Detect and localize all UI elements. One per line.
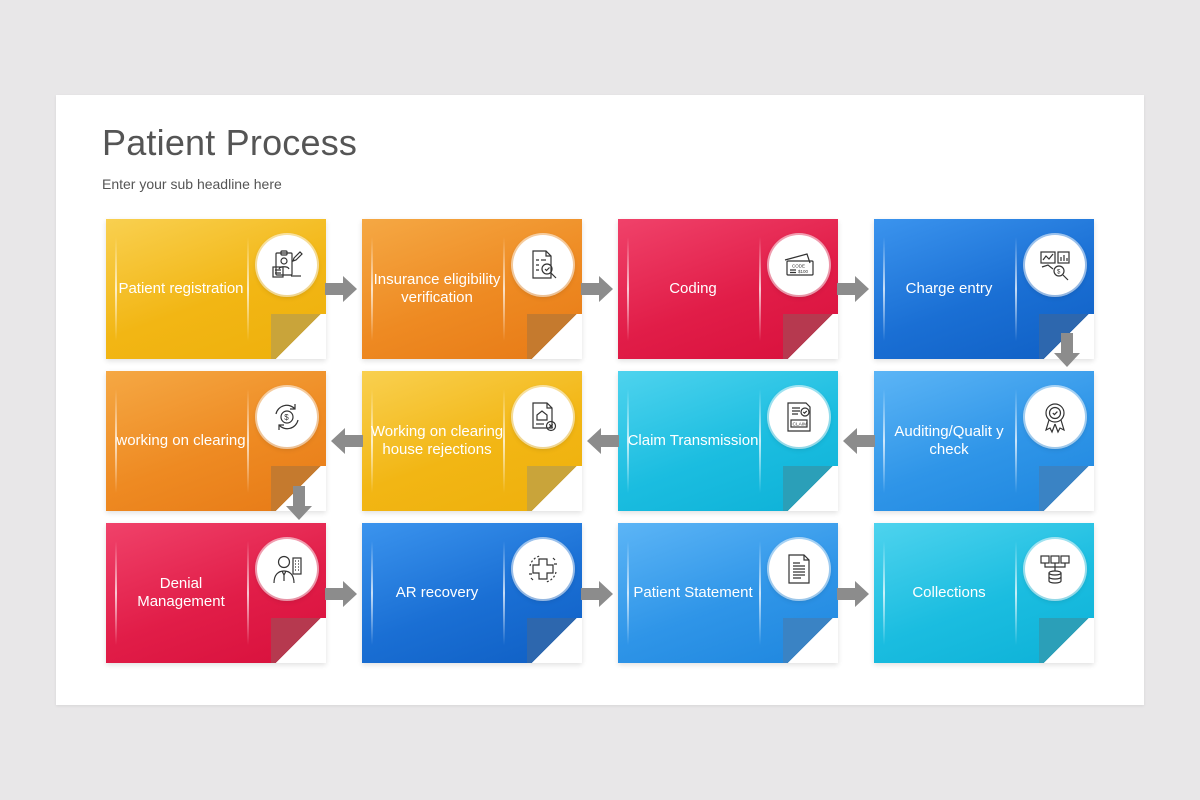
claim-document-icon: CLAIM bbox=[769, 387, 829, 447]
step-card-insurance-eligibility: Insurance eligibility verification bbox=[362, 219, 582, 359]
page-fold bbox=[783, 618, 838, 663]
step-label: Working on clearing house rejections bbox=[370, 423, 504, 458]
statement-document-icon bbox=[769, 539, 829, 599]
step-label: Coding bbox=[669, 280, 717, 297]
step-label: Patient Statement bbox=[633, 584, 753, 601]
page-fold bbox=[527, 466, 582, 511]
step-card-denial-management: Denial Management bbox=[106, 523, 326, 663]
dollar-cycle-icon: $ bbox=[257, 387, 317, 447]
step-card-collections: Collections bbox=[874, 523, 1094, 663]
step-label: Patient registration bbox=[118, 280, 244, 297]
step-label: Denial Management bbox=[137, 575, 225, 610]
arrow-left bbox=[331, 426, 363, 456]
arrow-right bbox=[837, 579, 869, 609]
step-card-ar-recovery: AR recovery bbox=[362, 523, 582, 663]
svg-text:CODE: CODE bbox=[792, 264, 805, 269]
page-fold bbox=[271, 618, 326, 663]
svg-text:$: $ bbox=[284, 413, 289, 422]
svg-text:$100: $100 bbox=[798, 269, 809, 274]
registration-form-icon bbox=[257, 235, 317, 295]
page-fold bbox=[527, 314, 582, 359]
page-fold bbox=[527, 618, 582, 663]
step-label: Collections bbox=[912, 584, 986, 601]
step-label: Insurance eligibility verification bbox=[373, 271, 501, 306]
arrow-down bbox=[284, 486, 314, 520]
document-search-icon bbox=[513, 235, 573, 295]
step-label: Auditing/Qualit y check bbox=[894, 423, 1004, 458]
step-card-patient-statement: Patient Statement bbox=[618, 523, 838, 663]
step-card-claim-transmission: Claim Transmission CLAIM bbox=[618, 371, 838, 511]
step-label: Claim Transmission bbox=[627, 432, 759, 449]
arrow-right bbox=[325, 274, 357, 304]
page-fold bbox=[1039, 466, 1094, 511]
arrow-right bbox=[581, 274, 613, 304]
manager-person-icon bbox=[257, 539, 317, 599]
medical-cross-icon bbox=[513, 539, 573, 599]
svg-text:$: $ bbox=[1057, 270, 1061, 276]
page-subtitle: Enter your sub headline here bbox=[102, 176, 282, 192]
page-fold bbox=[783, 314, 838, 359]
step-label: AR recovery bbox=[395, 584, 479, 601]
arrow-right bbox=[325, 579, 357, 609]
step-label: working on clearing bbox=[116, 432, 246, 449]
house-document-reject-icon bbox=[513, 387, 573, 447]
award-ribbon-icon bbox=[1025, 387, 1085, 447]
database-network-icon bbox=[1025, 539, 1085, 599]
step-card-charge-entry: Charge entry $ bbox=[874, 219, 1094, 359]
arrow-left bbox=[843, 426, 875, 456]
page-fold bbox=[1039, 618, 1094, 663]
step-card-coding: Coding CODE $100 bbox=[618, 219, 838, 359]
arrow-down bbox=[1052, 333, 1082, 367]
page-fold bbox=[271, 314, 326, 359]
step-card-auditing-quality-check: Auditing/Qualit y check bbox=[874, 371, 1094, 511]
code-ticket-icon: CODE $100 bbox=[769, 235, 829, 295]
svg-text:CLAIM: CLAIM bbox=[793, 422, 808, 428]
arrow-right bbox=[837, 274, 869, 304]
step-label: Charge entry bbox=[905, 280, 993, 297]
step-card-working-on-clearing: working on clearing $ bbox=[106, 371, 326, 511]
arrow-left bbox=[587, 426, 619, 456]
step-card-clearing-house-rejections: Working on clearing house rejections bbox=[362, 371, 582, 511]
page-title: Patient Process bbox=[102, 122, 358, 163]
page-fold bbox=[783, 466, 838, 511]
charts-magnifier-icon: $ bbox=[1025, 235, 1085, 295]
arrow-right bbox=[581, 579, 613, 609]
step-card-patient-registration: Patient registration bbox=[106, 219, 326, 359]
